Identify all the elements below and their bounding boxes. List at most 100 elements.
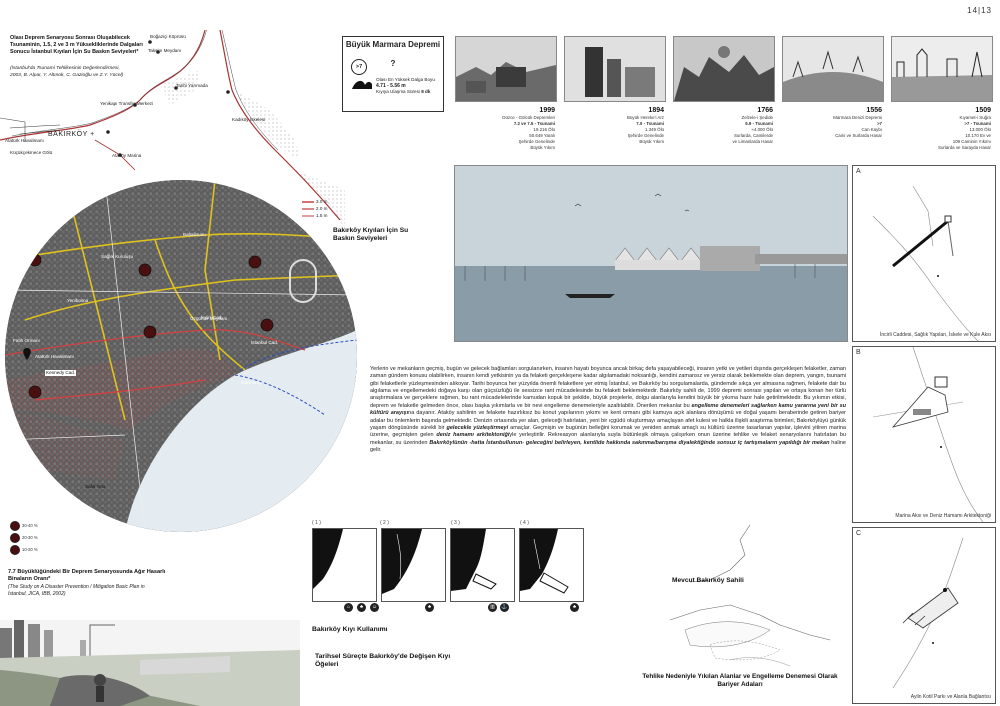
- panel-caption-c: Aylin Kotil Parkı ve Alanla Bağlantısı: [910, 694, 991, 700]
- tree-icon: ♣: [425, 603, 434, 612]
- risk-legend-title: 7.7 Büyüklüğündeki Bir Deprem Senaryosun…: [8, 569, 166, 582]
- history-caption-1999: 1999 Düzce - Gölcük Depremleri 7.2 ve 7.…: [463, 106, 555, 151]
- history-caption-1509: 1509 Kıyamet-i Suğra >7 - Tsunami 13.000…: [899, 106, 991, 151]
- history-caption-1894: 1894 Büyük Hereke'i Arz 7.0 - Tsunami 1.…: [572, 106, 664, 145]
- panel-letter-a: A: [856, 168, 861, 175]
- map-label-ozgurluk: Özgürlük Meydanı: [190, 316, 228, 321]
- flood-levels-title: Bakırköy Kıyıları İçin Su Baskın Seviyel…: [333, 227, 409, 243]
- coast-use-num-4: ( 4 ): [520, 520, 529, 526]
- coast-use-num-3: ( 3 ): [451, 520, 460, 526]
- risk-dot-20-30: [10, 533, 20, 543]
- quake-question: ?: [390, 59, 396, 68]
- map-label-kennedy: Kennedy Cad.: [45, 370, 77, 377]
- render-graphic: [455, 166, 847, 341]
- photo-1766-graphic: [674, 37, 774, 101]
- panel-letter-b: B: [856, 349, 861, 356]
- home-icon: ⌂: [344, 603, 353, 612]
- barrier-islands-diagram: [630, 520, 850, 700]
- coast-use-num-2: ( 2 ): [380, 520, 389, 526]
- detail-panel-a-drawing: [872, 185, 979, 341]
- coast-use-diagram-2: [381, 528, 446, 602]
- coast-use-4-graphic: [520, 529, 569, 594]
- risk-label-10-20: 10-20 %: [22, 547, 38, 552]
- coast-map-drawing: [0, 27, 345, 230]
- risk-label-20-30: 20-30 %: [22, 535, 38, 540]
- wave-label: Olası En Yüksek Dalga Boyu: [376, 77, 435, 82]
- wave-icon: [352, 80, 372, 89]
- existing-coast-title: Mevcut Bakırköy Sahili: [672, 577, 744, 584]
- building-icon: ▥: [488, 603, 497, 612]
- history-caption-1556: 1556 Marmara Denizi Depremi >7 Can Kaybı…: [790, 106, 882, 139]
- risk-legend-source: (The Study on A Disaster Prevention / Mi…: [8, 584, 145, 597]
- photo-1999-graphic: [456, 37, 556, 101]
- detail-panel-b: B Marina Aksı ve Deniz Hamamı Arkitekton…: [852, 346, 996, 523]
- coast-use-diagram-4: [519, 528, 584, 602]
- photo-1556: [782, 36, 884, 102]
- label-kucukcekmece: Küçükçekmece Gölü: [10, 150, 53, 155]
- label-bogazici: Boğaziçi Köprüsü: [150, 34, 186, 39]
- history-caption-1766: 1766 Zelzele-i Şedide 6.9 - Tsunami ≈4.0…: [681, 106, 773, 145]
- flood-level-1-5m: 1.5 m: [316, 213, 328, 218]
- coast-use-2-graphic: [382, 529, 422, 594]
- risk-dot-30-40: [10, 521, 20, 531]
- tsunami-map-title: Olası Deprem Senaryosu Sonrası Oluşabile…: [10, 35, 143, 55]
- risk-dot-10-20: [10, 545, 20, 555]
- tsunami-coast-map: Boğaziçi Köprüsü Taksim Meydanı Tarihi Y…: [0, 27, 345, 230]
- map-label-incirli: İncirli Cad.: [201, 315, 223, 320]
- label-bakirkoy: BAKIRKÖY +: [48, 131, 95, 138]
- page-number: 14|13: [967, 6, 992, 15]
- map-label-ataturk: Atatürk Havalimanı: [35, 354, 74, 359]
- project-render: [454, 165, 848, 342]
- barrier-islands-title: Tehlike Nedeniyle Yıkılan Alanlar ve Eng…: [642, 673, 838, 688]
- history-year: 1766: [757, 107, 773, 114]
- tree-icon: ♣: [570, 603, 579, 612]
- wave-value: 4.71 - 5.56 m: [376, 83, 406, 89]
- map-label-istanbul-cad: İstanbul Cad.: [251, 340, 279, 345]
- panel-caption-b: Marina Aksı ve Deniz Hamamı Arkitektoniğ…: [895, 513, 991, 519]
- detail-panel-c-drawing: [892, 537, 964, 689]
- anchor-icon: ⚓: [500, 603, 509, 612]
- risk-label-30-40: 30-40 %: [22, 523, 38, 528]
- panel-letter-c: C: [856, 530, 862, 537]
- history-year: 1894: [648, 107, 664, 114]
- label-yenikapi: Yenikapı Transfer Merkezi: [100, 101, 153, 106]
- historic-coast-title: Tarihsel Süreçte Bakırköy'de Değişen Kıy…: [315, 653, 451, 669]
- project-description: Yerlerin ve mekanların geçmiş, bugün ve …: [370, 366, 846, 454]
- person-icon: ☺: [370, 603, 379, 612]
- photo-1509-graphic: [892, 37, 992, 101]
- photo-1894-graphic: [565, 37, 665, 101]
- photo-1509: [891, 36, 993, 102]
- quake-info-box: Büyük Marmara Depremi ? >7 Olası En Yüks…: [342, 36, 444, 112]
- label-atakoy-marina: Ataköy Marina: [112, 153, 142, 158]
- detail-panel-c: C Aylin Kotil Parkı ve Alanla Bağlantısı: [852, 527, 996, 704]
- flood-levels-legend: 3.0 m 2.0 m 1.5 m: [300, 198, 340, 222]
- label-kadikoy: Kadıköy İskelesi: [232, 117, 266, 122]
- aerial-map-drawing: [5, 180, 357, 532]
- coast-use-title: Bakırköy Kıyı Kullanımı: [312, 626, 388, 633]
- coast-use-num-1: ( 1 ): [312, 520, 321, 526]
- photo-1894: [564, 36, 666, 102]
- map-label-sahil: Sahil Yolu: [85, 484, 106, 489]
- quake-title: Büyük Marmara Depremi: [345, 40, 441, 49]
- coast-use-diagram-1: [312, 528, 377, 602]
- project-description-text: Yerlerin ve mekanların geçmiş, bugün ve …: [370, 366, 846, 453]
- historic-collage-graphic: [0, 620, 300, 706]
- magnitude-badge: >7: [351, 59, 367, 75]
- photo-1556-graphic: [783, 37, 883, 101]
- map-label-saglik: Sağlık Kuruluşu: [101, 254, 134, 259]
- label-taksim: Taksim Meydanı: [148, 48, 182, 53]
- aerial-circle-map: Baltalimanı Sağlık Kuruluşu Yenibosna İn…: [5, 180, 357, 532]
- barrier-islands-graphic: [669, 524, 831, 667]
- coast-use-1-graphic: [313, 529, 343, 589]
- label-tarihi-yarimada: Tarihi Yarımada: [176, 83, 208, 88]
- tree-icon: ♣: [357, 603, 366, 612]
- historic-collage: [0, 620, 300, 706]
- flood-levels-marks: [302, 201, 314, 217]
- history-year: 1509: [975, 107, 991, 114]
- tsunami-map-source: (İstanbul'da Tsunami Tehlikesinin Değerl…: [10, 66, 124, 78]
- coast-use-3-graphic: [451, 529, 497, 591]
- map-label-fatih: Fatih Ormanı: [13, 338, 40, 343]
- history-year: 1999: [539, 107, 555, 114]
- photo-1766: [673, 36, 775, 102]
